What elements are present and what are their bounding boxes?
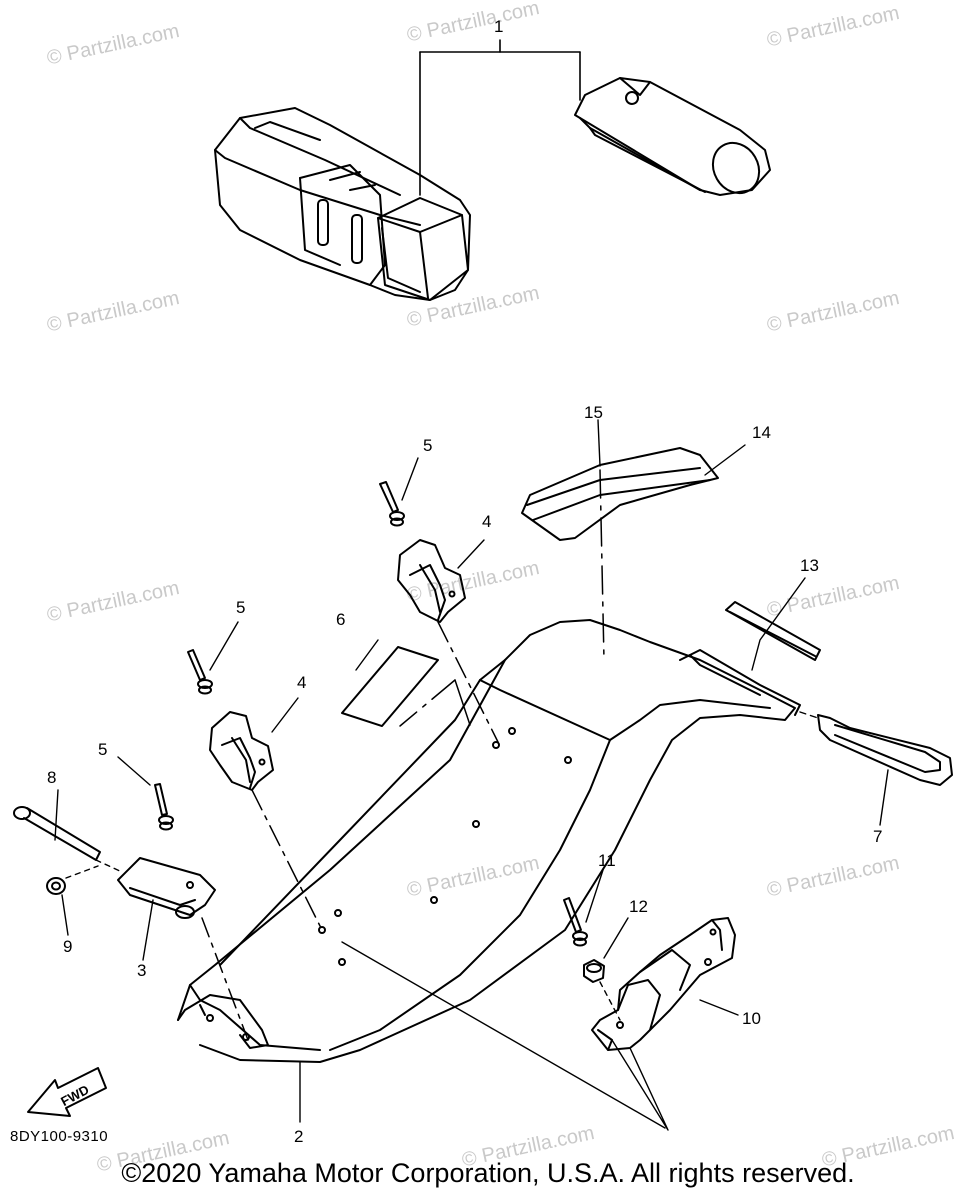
callout-number: 8	[47, 768, 57, 787]
callout-number: 15	[584, 403, 603, 422]
callout-number: 5	[236, 598, 246, 617]
part-2-fender	[177, 619, 801, 1123]
part-9-washer	[46, 865, 99, 936]
callout-number: 6	[336, 610, 346, 629]
callout-number: 11	[598, 851, 616, 870]
callout-number: 4	[482, 512, 492, 531]
callout-number: 5	[423, 436, 433, 455]
callout-number: 3	[137, 961, 147, 980]
part-10-clamp	[591, 917, 739, 1131]
fwd-arrow-icon	[27, 1067, 107, 1117]
part-4-clip-lower	[209, 697, 323, 931]
callout-number: 9	[63, 937, 73, 956]
part-5-screw-lower	[117, 756, 174, 831]
callout-number: 7	[873, 827, 883, 846]
callout-number: 5	[98, 740, 108, 759]
part-1-cover-folded	[214, 107, 471, 301]
part-8-bolt	[13, 789, 123, 873]
callout-number: 4	[297, 673, 307, 692]
callout-number: 1	[494, 17, 504, 36]
diagram-code: 8DY100-9310	[10, 1128, 109, 1145]
part-5-screw-middle	[187, 621, 239, 695]
part-7-handle	[799, 711, 953, 826]
copyright-notice: ©2020 Yamaha Motor Corporation, U.S.A. A…	[121, 1158, 855, 1188]
part-12-nut	[583, 917, 629, 1021]
callout-number: 2	[294, 1127, 304, 1146]
part-5-screw-upper	[379, 457, 419, 527]
callout-number: 10	[742, 1009, 761, 1028]
part-6-decal	[341, 639, 471, 727]
part-1-cover-unfolded	[574, 77, 771, 196]
callout-1-bracket	[419, 39, 581, 196]
callout-number: 13	[800, 556, 819, 575]
callout-number: 12	[629, 897, 648, 916]
part-11-screw	[563, 869, 604, 947]
part-3-bracket	[117, 857, 249, 1041]
leader-line	[341, 941, 666, 1129]
part-14-emblem	[521, 419, 746, 661]
part-4-clip-upper	[397, 539, 499, 743]
callout-number: 14	[752, 423, 771, 442]
part-13-strip	[725, 577, 821, 671]
